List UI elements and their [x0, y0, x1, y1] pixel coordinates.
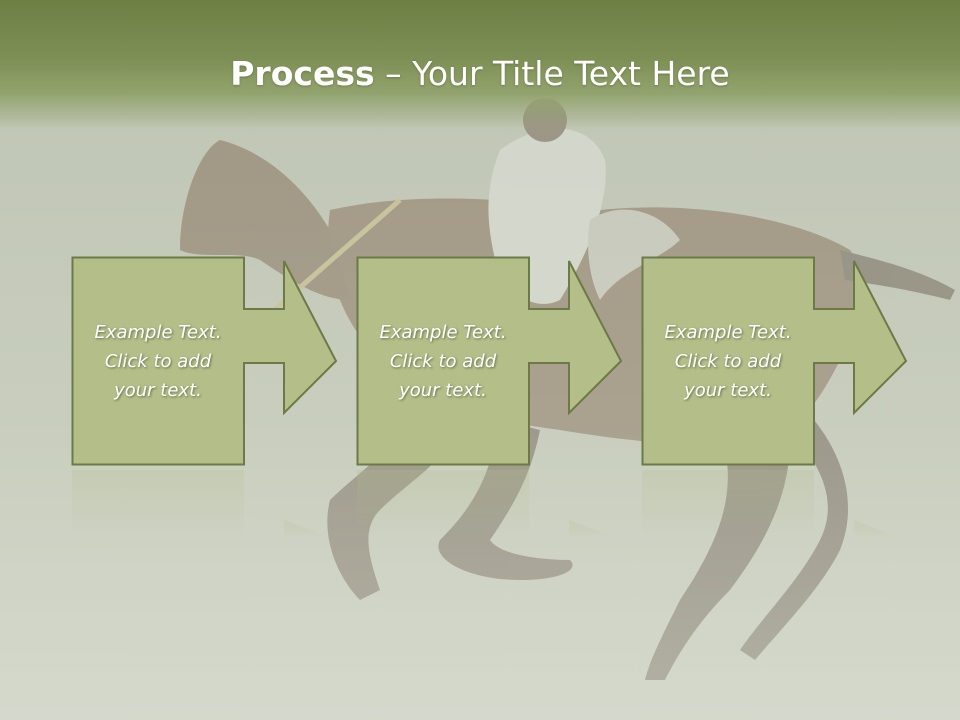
process-arrow-shape	[71, 256, 338, 466]
step-1-reflection	[72, 470, 342, 544]
step-3-reflection	[642, 470, 912, 544]
title-band	[0, 0, 960, 130]
title-rest: Your Title Text Here	[412, 54, 730, 93]
slide-title[interactable]: Process – Your Title Text Here	[0, 52, 960, 96]
process-arrow-shape	[356, 256, 623, 466]
title-dash: –	[374, 54, 413, 93]
step-2-reflection	[357, 470, 627, 544]
process-arrow-shape	[641, 256, 908, 466]
step-text[interactable]: Example Text. Click to add your text.	[379, 321, 507, 401]
step-text[interactable]: Example Text. Click to add your text.	[94, 321, 222, 401]
step-text[interactable]: Example Text. Click to add your text.	[664, 321, 792, 401]
title-bold: Process	[230, 54, 375, 93]
